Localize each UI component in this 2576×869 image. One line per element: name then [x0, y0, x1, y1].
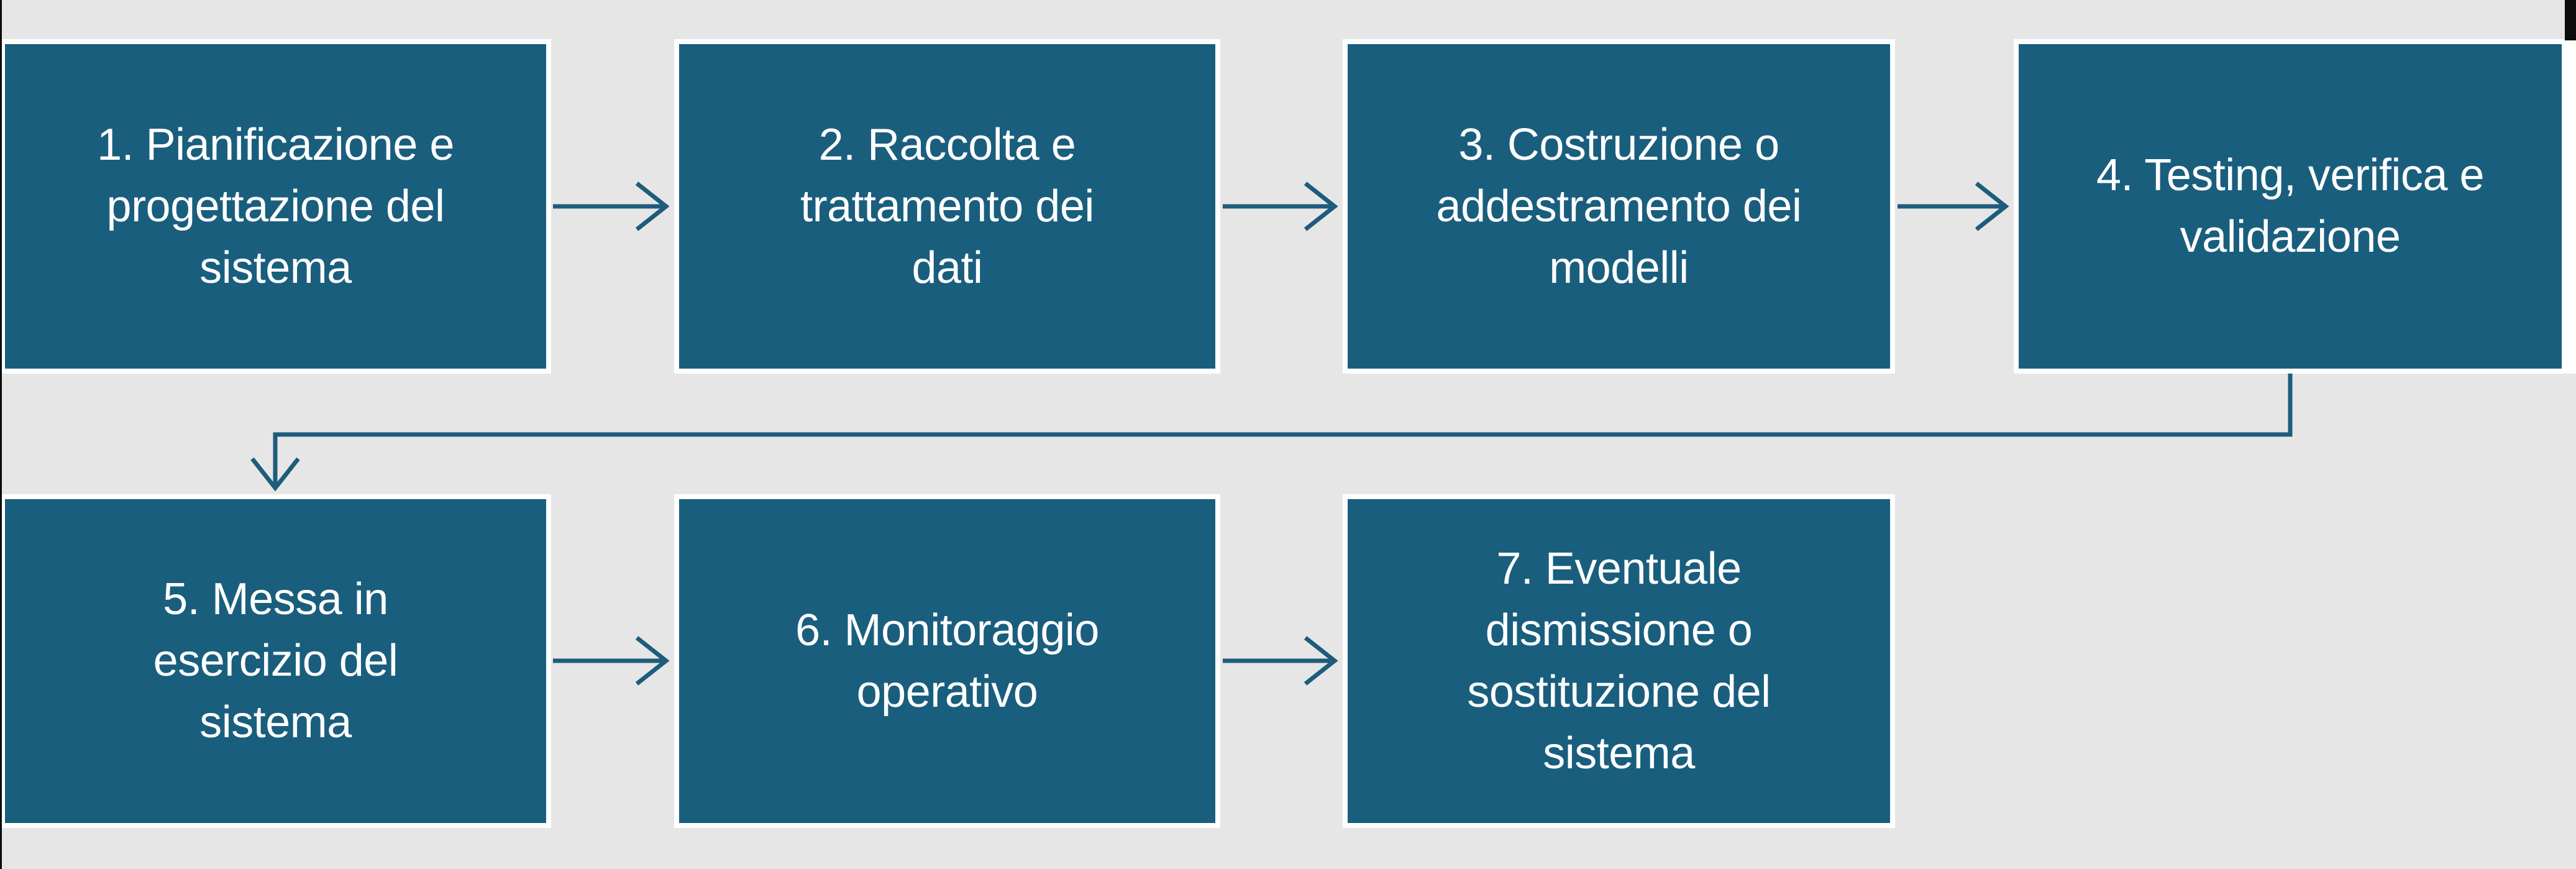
- flow-step-4-label: 4. Testing, verifica e validazione: [2096, 150, 2485, 262]
- flow-step-1: 1. Pianificazione e progettazione del si…: [0, 39, 551, 374]
- flow-step-5-label: 5. Messa in esercizio del sistema: [153, 574, 398, 747]
- arrow-right-icon: [553, 636, 670, 686]
- arrow-right-icon: [553, 182, 670, 231]
- flow-step-4: 4. Testing, verifica e validazione: [2014, 39, 2576, 374]
- flow-step-2: 2. Raccolta e trattamento dei dati: [674, 39, 1220, 374]
- flow-step-2-label: 2. Raccolta e trattamento dei dati: [800, 119, 1094, 293]
- flow-step-1-label: 1. Pianificazione e progettazione del si…: [97, 119, 454, 293]
- flow-step-7: 7. Eventuale dismissione o sostituzione …: [1343, 494, 1895, 828]
- arrow-right-icon: [1898, 182, 2009, 231]
- screenshot-left-edge-line: [0, 0, 2, 869]
- flow-step-7-label: 7. Eventuale dismissione o sostituzione …: [1467, 543, 1771, 778]
- flow-step-6-label: 6. Monitoraggio operativo: [795, 605, 1099, 717]
- arrow-right-icon: [1223, 636, 1338, 686]
- flow-step-3-label: 3. Costruzione o addestramento dei model…: [1436, 119, 1802, 293]
- flow-step-5: 5. Messa in esercizio del sistema: [0, 494, 551, 828]
- screenshot-top-right-edge-block: [2565, 0, 2576, 40]
- elbow-connector-arrow-down-icon: [250, 374, 2293, 492]
- flow-step-3: 3. Costruzione o addestramento dei model…: [1343, 39, 1895, 374]
- arrow-right-icon: [1223, 182, 1338, 231]
- flow-step-6: 6. Monitoraggio operativo: [674, 494, 1220, 828]
